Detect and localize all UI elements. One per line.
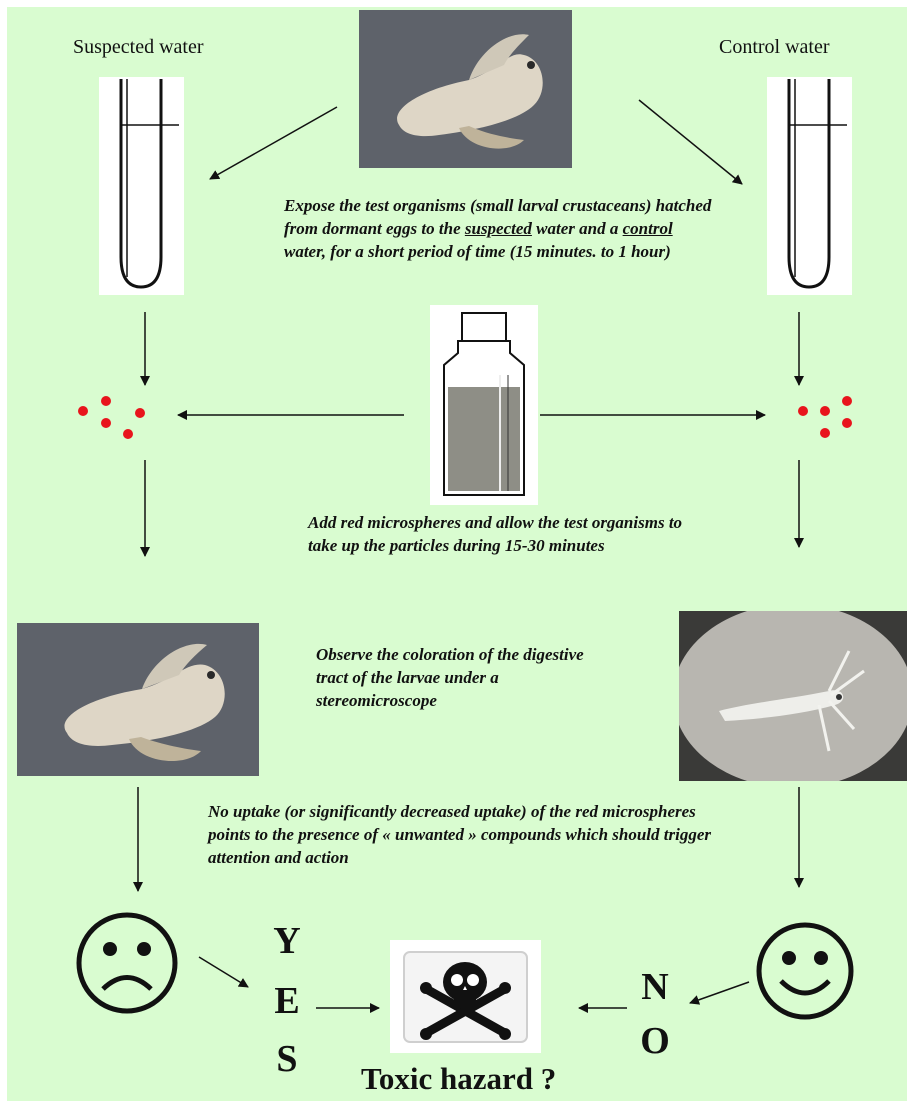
larva-photo-suspected xyxy=(17,623,259,776)
arrow-photo-to-suspected-tube xyxy=(210,107,337,179)
microsphere-dot xyxy=(842,396,852,406)
arrow-happy-to-no xyxy=(690,982,749,1003)
yes-letter-e: E xyxy=(267,981,307,1021)
microsphere-dot xyxy=(101,396,111,406)
larva-photo-control xyxy=(679,611,907,781)
step1-text-part2: water and a xyxy=(532,219,623,238)
step1-text: Expose the test organisms (small larval … xyxy=(284,194,716,263)
step2-text: Add red microspheres and allow the test … xyxy=(308,511,700,557)
control-water-label: Control water xyxy=(719,36,830,59)
microsphere-dot xyxy=(820,406,830,416)
microsphere-vial xyxy=(430,305,538,505)
step1-text-part3: water, for a short period of time (15 mi… xyxy=(284,242,671,261)
microsphere-dot xyxy=(101,418,111,428)
diagram-canvas: Suspected water Control water Expose the… xyxy=(7,7,907,1101)
microsphere-dot xyxy=(135,408,145,418)
microsphere-dot xyxy=(842,418,852,428)
yes-letter-s: S xyxy=(267,1039,307,1079)
microsphere-dot xyxy=(78,406,88,416)
no-letter-o: O xyxy=(635,1021,675,1061)
no-letter-n: N xyxy=(635,967,675,1007)
step1-control-underlined: control xyxy=(623,219,673,238)
happy-face-icon xyxy=(755,921,855,1021)
arrow-photo-to-control-tube xyxy=(639,100,742,184)
yes-letter-y: Y xyxy=(267,921,307,961)
step1-suspected-underlined: suspected xyxy=(465,219,532,238)
microsphere-dot xyxy=(123,429,133,439)
step3-text: Observe the coloration of the digestive … xyxy=(316,643,616,712)
larva-photo-top xyxy=(359,10,572,168)
sad-face-icon xyxy=(75,911,179,1015)
arrow-sad-to-yes xyxy=(199,957,248,987)
suspected-water-label: Suspected water xyxy=(73,36,204,59)
test-tube-control xyxy=(767,77,852,295)
skull-crossbones-icon xyxy=(390,940,541,1053)
microsphere-dot xyxy=(820,428,830,438)
step4-text: No uptake (or significantly decreased up… xyxy=(208,800,716,869)
test-tube-suspected xyxy=(99,77,184,295)
toxic-hazard-title: Toxic hazard ? xyxy=(361,1061,556,1097)
microsphere-dot xyxy=(798,406,808,416)
